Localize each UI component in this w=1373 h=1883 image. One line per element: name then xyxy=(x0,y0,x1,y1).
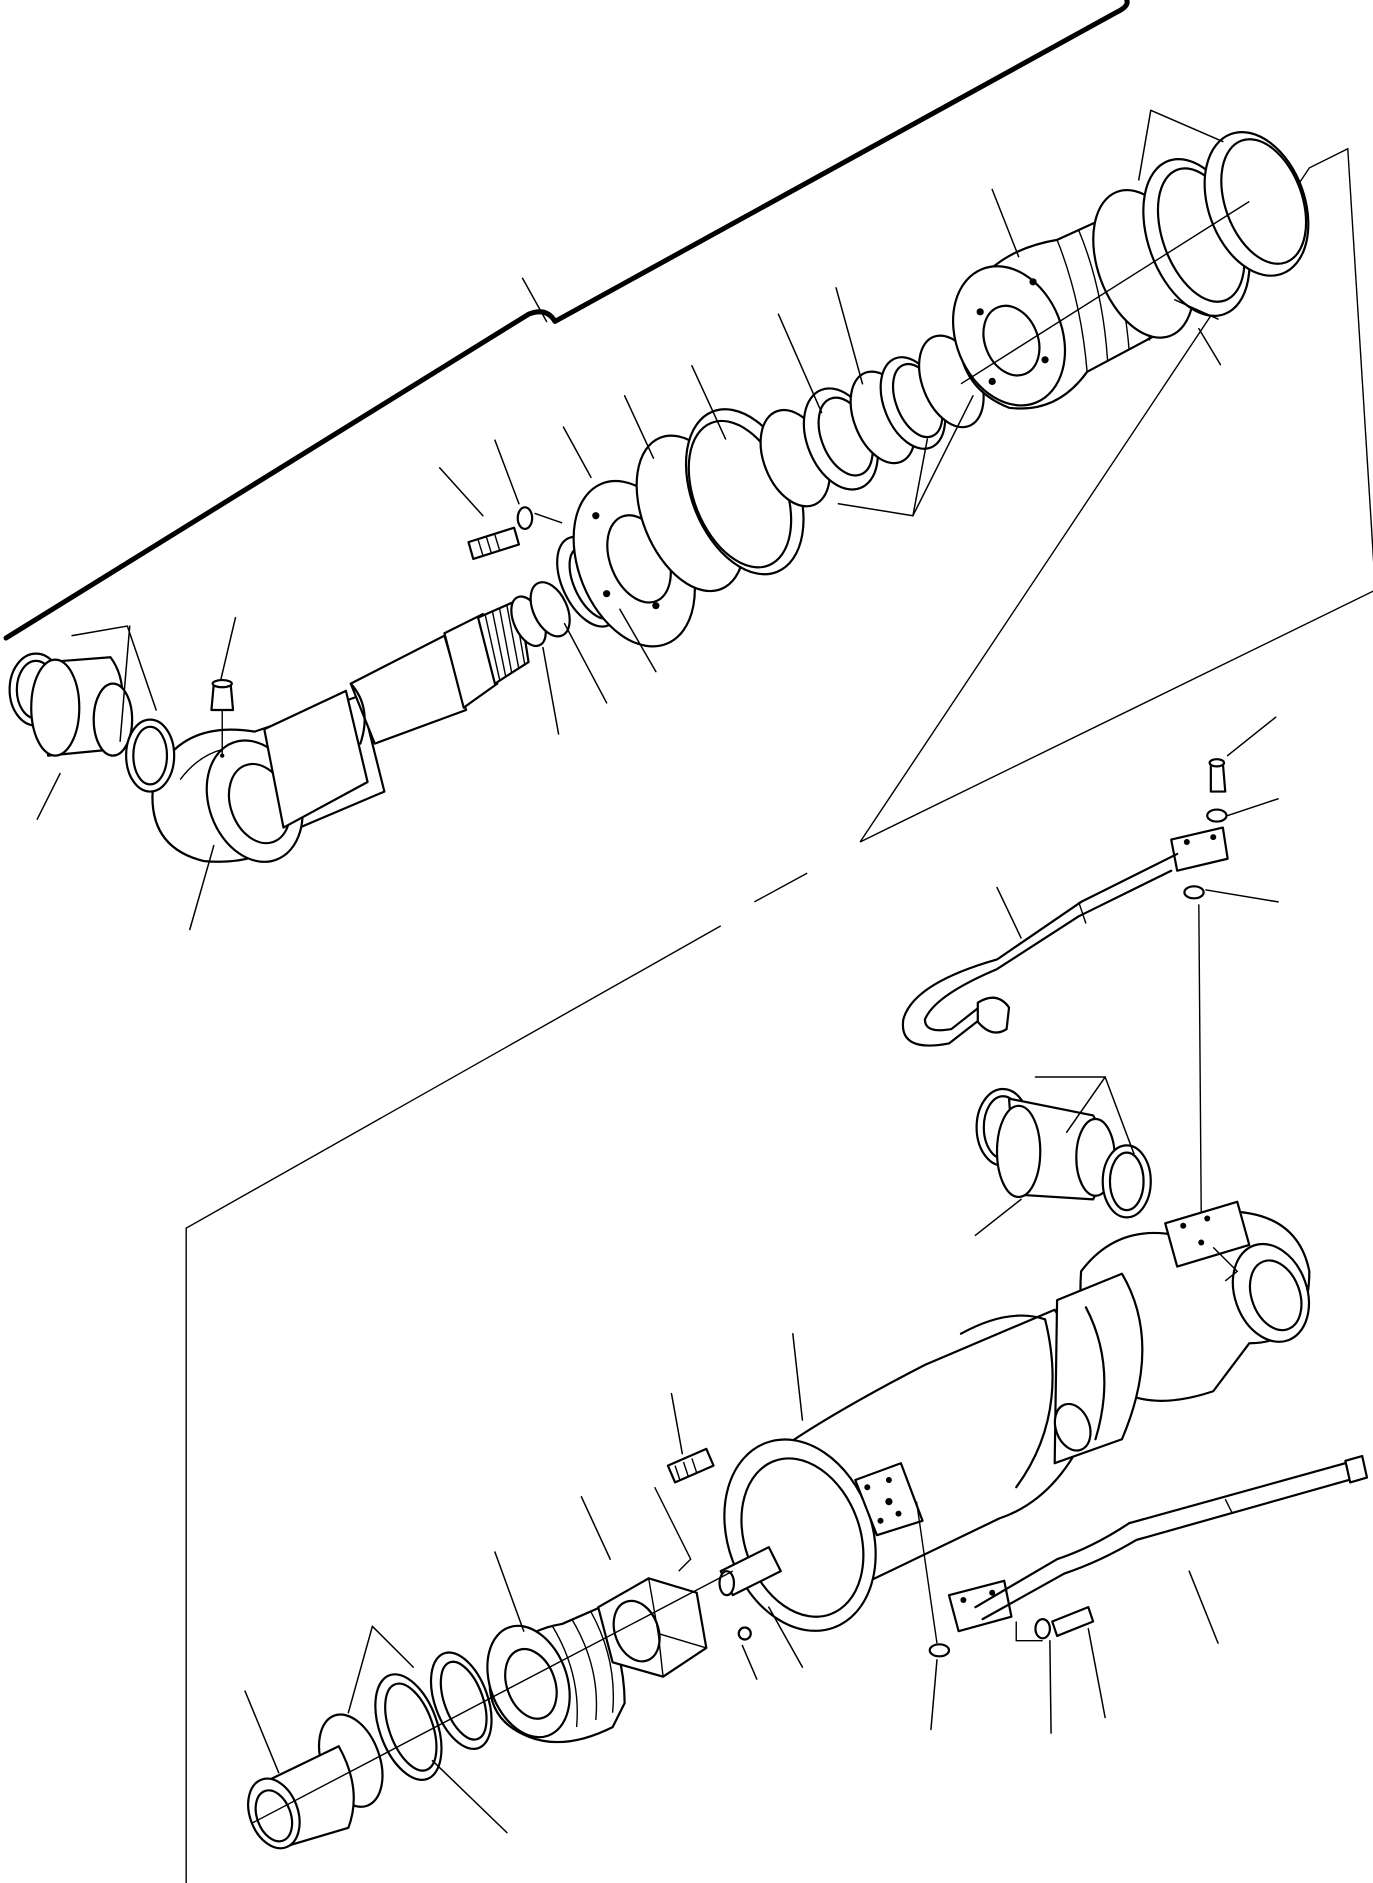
hydraulic-pipe-lower xyxy=(917,1456,1367,1656)
gland-nut xyxy=(598,1578,706,1676)
check-valve xyxy=(720,1547,781,1639)
piston-rings xyxy=(616,326,997,607)
cylinder-tube xyxy=(699,1274,1143,1652)
piston-rod-assembly xyxy=(10,118,1327,876)
cylinder-tube-assembly xyxy=(239,1089,1322,1855)
cylinder-eye-bushing xyxy=(977,1089,1151,1217)
piston-rod xyxy=(264,600,528,828)
hydraulic-pipe-upper xyxy=(903,759,1228,1214)
grease-nipple xyxy=(211,680,233,758)
flange-bolt xyxy=(468,507,562,559)
piston-seals xyxy=(961,118,1327,384)
cylinder-eye xyxy=(1080,1202,1322,1401)
rod-eye-bushing xyxy=(10,654,175,792)
head-screw xyxy=(655,1449,714,1571)
cylinder-head xyxy=(473,1607,625,1749)
group-frame xyxy=(186,149,1373,1883)
callout-leaders xyxy=(37,110,1278,1832)
piston-rod-assembly-bracket xyxy=(6,0,1127,638)
head-seals xyxy=(239,1571,733,1855)
